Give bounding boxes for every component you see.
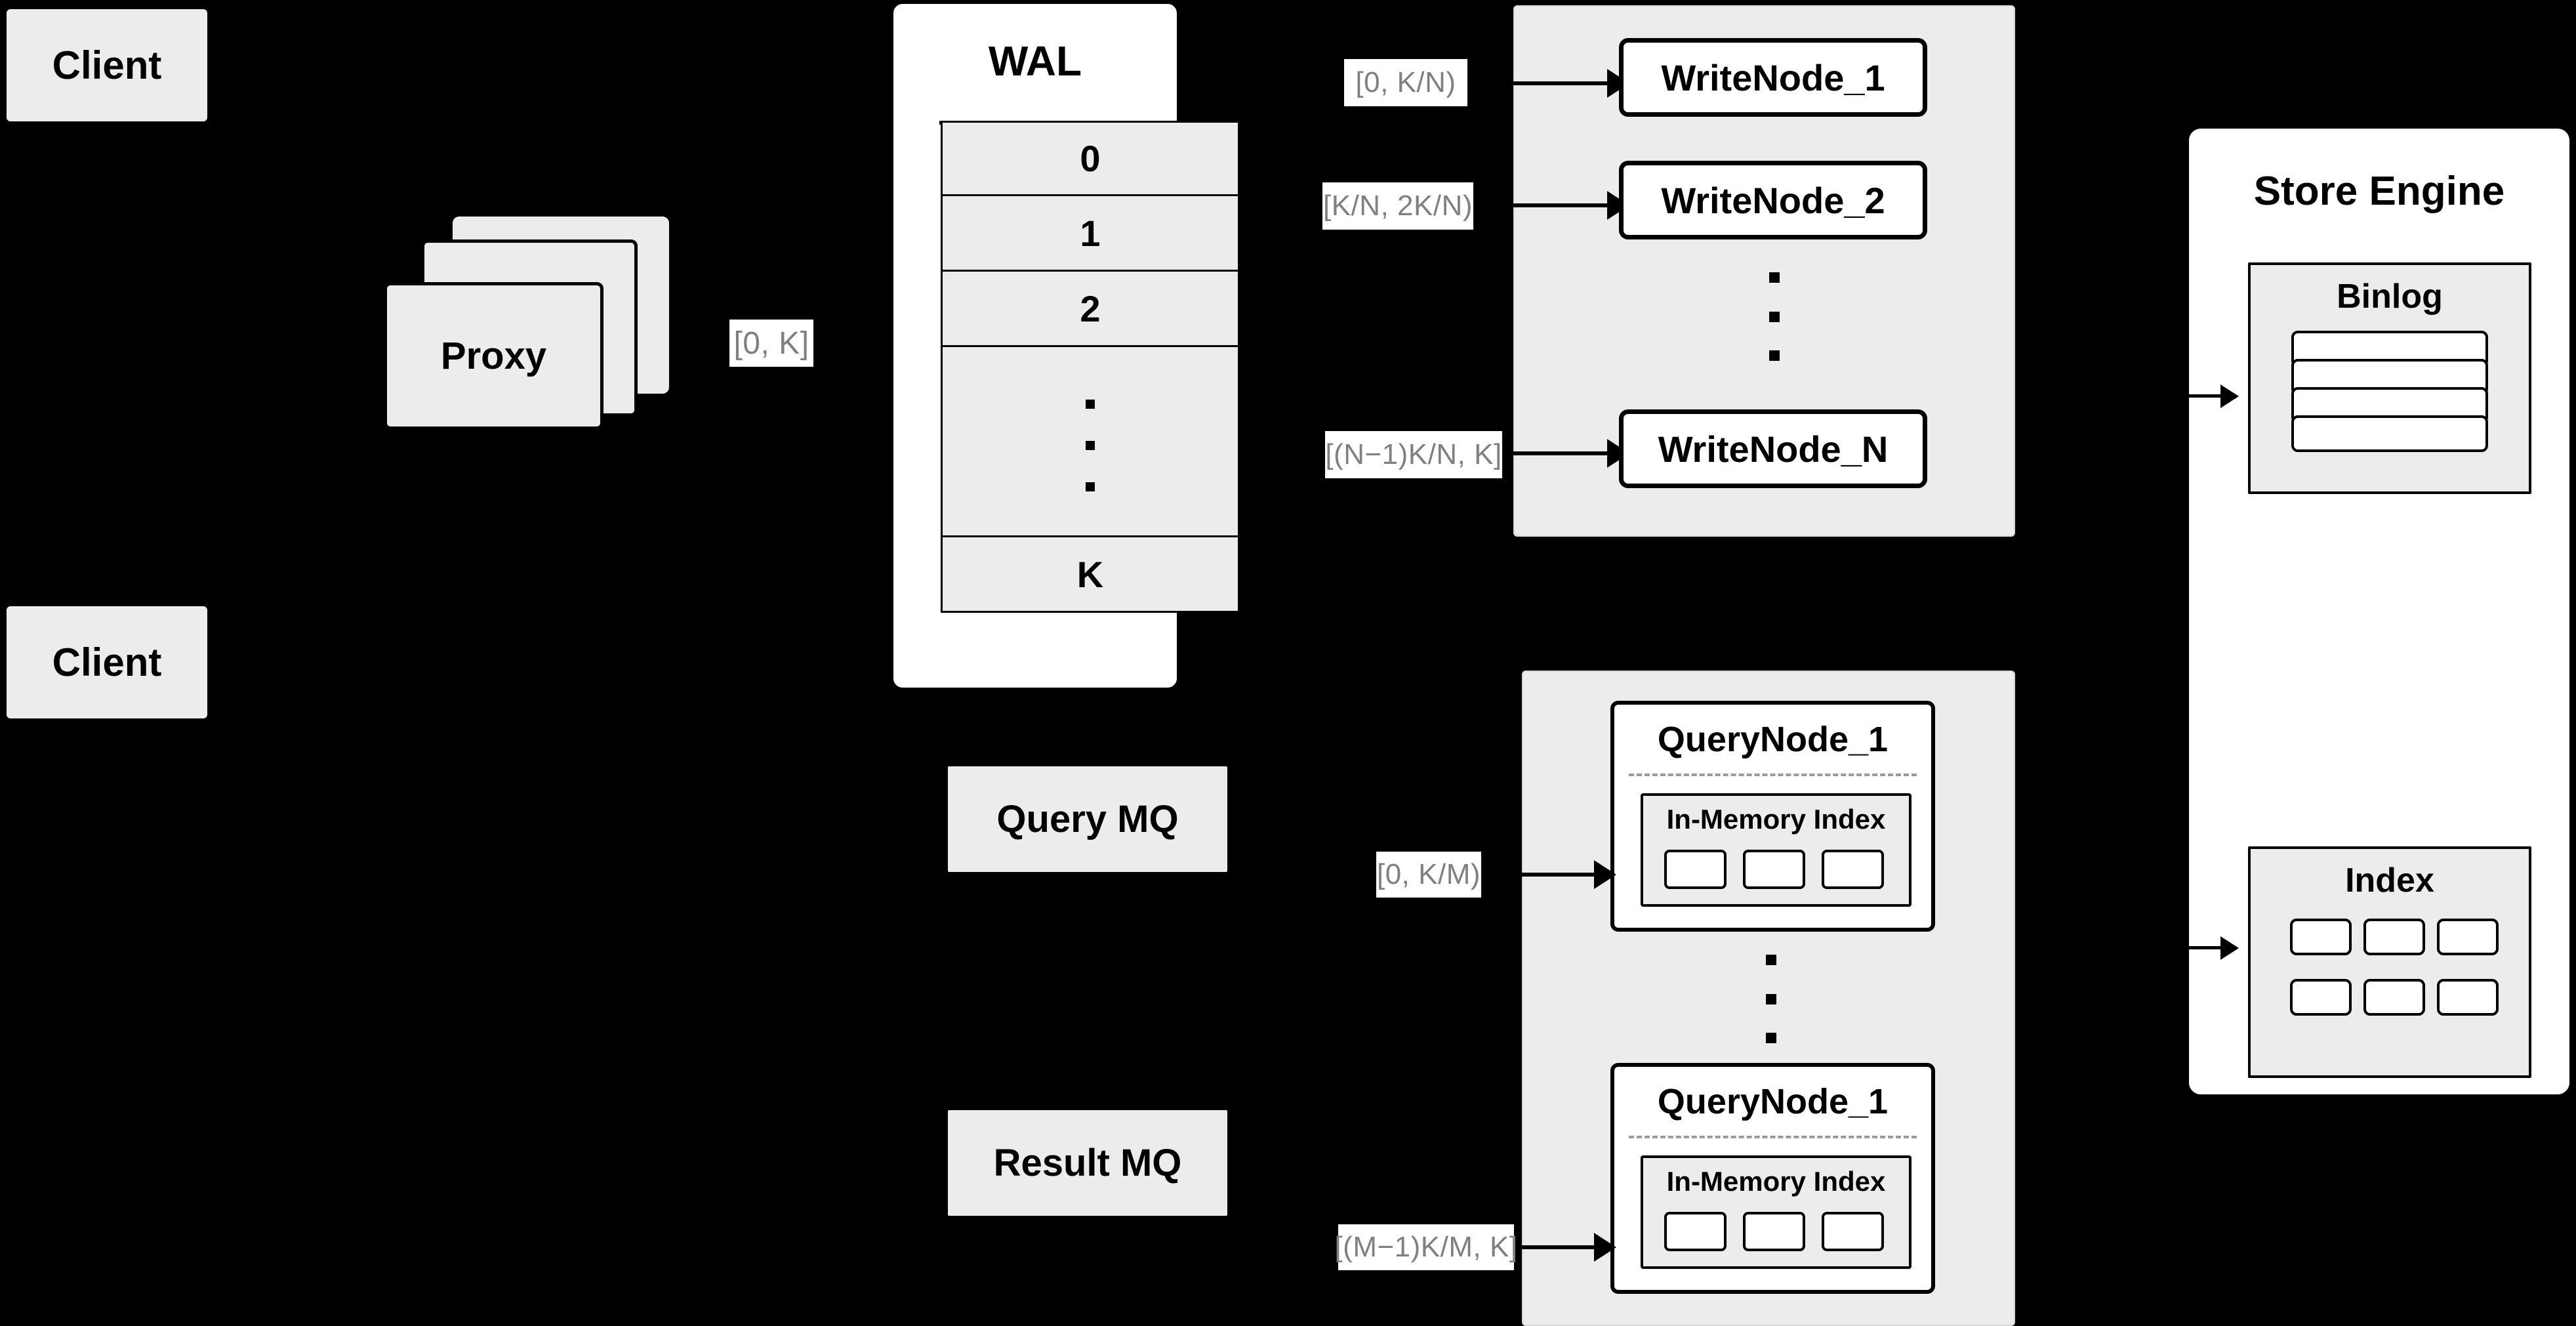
query-node-m[interactable]: QueryNode_1 In-Memory Index (1610, 1063, 1935, 1294)
arrow-line-to-binlog (2189, 394, 2227, 398)
range-label-write-node-n: [(N−1)K/N, K] (1325, 431, 1502, 478)
result-mq-node[interactable]: Result MQ (947, 1109, 1229, 1217)
wal-ellipsis-icon (1086, 400, 1095, 491)
query-node-1-label: QueryNode_1 (1657, 720, 1889, 759)
client-node-1[interactable]: Client (5, 8, 209, 123)
index-cell-6 (2437, 979, 2499, 1016)
wal-row-2-label: 2 (1080, 287, 1101, 329)
binlog-row-4 (2291, 415, 2488, 452)
range-label-write-node-1-text: [0, K/N) (1355, 66, 1456, 98)
client-node-2-label: Client (52, 640, 162, 684)
query-node-1-separator (1629, 774, 1917, 776)
range-label-write-node-n-text: [(N−1)K/N, K] (1325, 438, 1502, 470)
query-node-m-index-cell-3 (1822, 1212, 1884, 1251)
wal-row-0: 0 (941, 121, 1240, 196)
range-label-query-node-1: [0, K/M) (1376, 852, 1481, 898)
index-box: Index (2248, 846, 2531, 1078)
wal-row-ellipsis (941, 347, 1240, 537)
range-label-write-node-2: [K/N, 2K/N) (1322, 182, 1473, 230)
proxy-label: Proxy (440, 335, 547, 377)
range-label-proxy-to-wal-text: [0, K] (733, 325, 809, 361)
range-label-proxy-to-wal: [0, K] (729, 320, 813, 367)
query-node-m-label: QueryNode_1 (1657, 1082, 1889, 1121)
binlog-title: Binlog (2337, 278, 2443, 316)
client-node-2[interactable]: Client (5, 605, 209, 720)
wal-row-1-label: 1 (1080, 212, 1101, 254)
client-node-1-label: Client (52, 43, 162, 87)
arrow-head-to-binlog (2220, 382, 2245, 411)
arrow-head-query-m (1594, 1233, 1616, 1262)
arrow-line-query-m (1522, 1245, 1599, 1249)
wal-row-0-label: 0 (1080, 138, 1101, 179)
range-label-write-node-1: [0, K/N) (1344, 59, 1467, 106)
write-node-n[interactable]: WriteNode_N (1619, 409, 1927, 488)
arrow-head-to-index (2220, 934, 2245, 963)
range-label-query-node-m-text: [(M−1)K/M, K] (1334, 1231, 1518, 1263)
write-node-1-label: WriteNode_1 (1661, 56, 1885, 98)
query-mq-label: Query MQ (996, 798, 1179, 840)
query-node-m-in-memory-index: In-Memory Index (1641, 1155, 1912, 1269)
wal-row-k-label: K (1076, 553, 1104, 595)
range-label-write-node-2-text: [K/N, 2K/N) (1323, 190, 1473, 222)
query-node-1-in-memory-index-title: In-Memory Index (1666, 804, 1886, 835)
index-cell-4 (2290, 979, 2352, 1016)
query-node-1[interactable]: QueryNode_1 In-Memory Index (1610, 701, 1935, 932)
index-cell-3 (2437, 919, 2499, 955)
index-cell-1 (2290, 919, 2352, 955)
query-mq-node[interactable]: Query MQ (947, 765, 1229, 873)
arrow-line-write-2 (1513, 203, 1612, 207)
query-node-m-index-cell-1 (1664, 1212, 1727, 1251)
query-node-m-separator (1629, 1136, 1917, 1138)
query-node-m-index-cell-2 (1743, 1212, 1805, 1251)
query-node-1-index-cell-2 (1743, 850, 1805, 889)
index-cell-2 (2363, 919, 2425, 955)
write-node-ellipsis-icon (1769, 272, 1780, 361)
wal-row-1: 1 (941, 196, 1240, 272)
query-node-1-index-cell-1 (1664, 850, 1727, 889)
wal-row-2: 2 (941, 272, 1240, 347)
proxy-node[interactable]: Proxy (384, 282, 603, 430)
query-node-1-in-memory-index: In-Memory Index (1641, 793, 1912, 907)
binlog-box: Binlog (2248, 262, 2531, 494)
wal-table: 0 1 2 K (941, 121, 1240, 625)
write-node-n-label: WriteNode_N (1658, 428, 1889, 470)
range-label-query-node-m: [(M−1)K/M, K] (1334, 1224, 1517, 1270)
index-title: Index (2345, 861, 2434, 900)
index-cell-5 (2363, 979, 2425, 1016)
store-engine-title: Store Engine (2253, 169, 2505, 214)
query-node-1-index-cell-3 (1822, 850, 1884, 889)
arrow-line-to-index (2189, 946, 2227, 949)
write-node-2[interactable]: WriteNode_2 (1619, 161, 1927, 239)
wal-title: WAL (988, 37, 1082, 85)
result-mq-label: Result MQ (993, 1142, 1182, 1184)
arrow-head-query-1 (1594, 860, 1616, 889)
write-node-1[interactable]: WriteNode_1 (1619, 38, 1927, 117)
arrow-line-write-n (1513, 451, 1612, 455)
range-label-query-node-1-text: [0, K/M) (1376, 858, 1481, 890)
arrow-line-write-1 (1513, 81, 1612, 85)
wal-row-k: K (941, 537, 1240, 613)
query-node-ellipsis-icon (1766, 955, 1776, 1043)
arrow-line-query-1 (1522, 873, 1599, 877)
query-node-m-in-memory-index-title: In-Memory Index (1666, 1166, 1886, 1197)
write-node-2-label: WriteNode_2 (1661, 179, 1885, 221)
